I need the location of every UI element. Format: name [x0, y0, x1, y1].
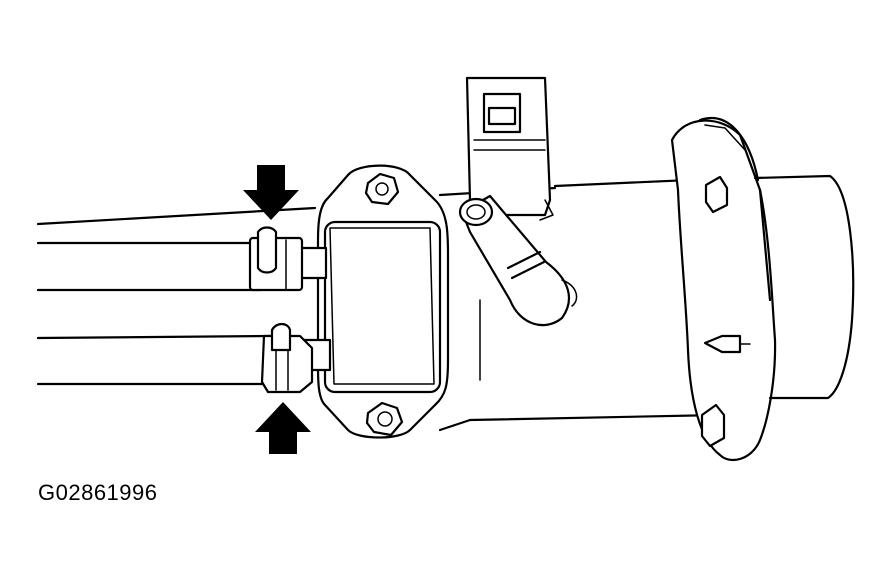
tube-flange	[670, 117, 855, 462]
arrow-up-icon	[255, 402, 311, 454]
lower-vacuum-hose	[36, 322, 314, 394]
arrow-down-icon	[243, 165, 299, 220]
hose-nipple	[458, 194, 578, 327]
upper-vacuum-hose	[36, 206, 317, 292]
figure-id-label: G02861996	[38, 480, 158, 505]
sensor-housing	[298, 164, 450, 439]
